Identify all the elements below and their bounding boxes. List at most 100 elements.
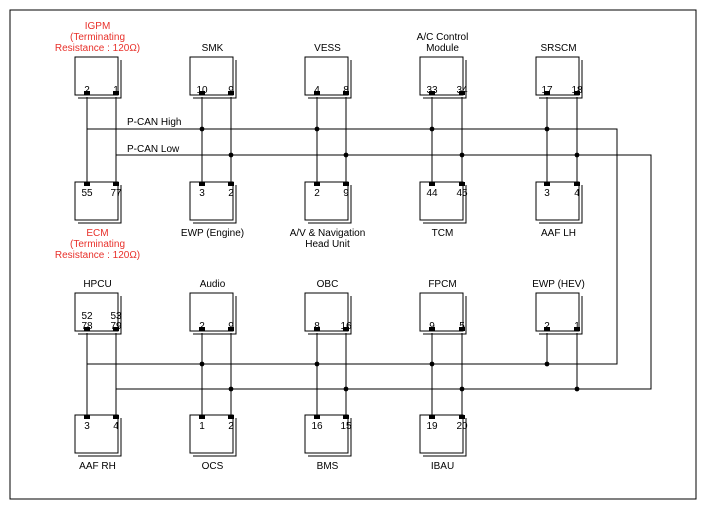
pin-label: 9 bbox=[228, 85, 234, 96]
module-box-shadow bbox=[193, 60, 237, 99]
pin-label: 33 bbox=[426, 85, 438, 96]
p-can-high-label: P-CAN High bbox=[127, 117, 181, 128]
pin-terminal bbox=[314, 91, 320, 95]
pin-terminal bbox=[84, 327, 90, 331]
module-box bbox=[74, 181, 119, 221]
diagram-border bbox=[9, 9, 697, 500]
pin-label: 55 bbox=[81, 188, 93, 199]
pin-terminal bbox=[84, 415, 90, 419]
module-box bbox=[419, 414, 464, 454]
module-box-shadow bbox=[423, 296, 467, 335]
pin-terminal bbox=[84, 182, 90, 186]
junction-dot bbox=[228, 386, 234, 392]
module-name: Resistance : 120Ω) bbox=[55, 43, 140, 54]
pin-label: 2 bbox=[228, 188, 234, 199]
pin-terminal bbox=[228, 327, 234, 331]
junction-dot bbox=[459, 152, 465, 158]
module-box-shadow bbox=[193, 296, 237, 335]
module-box-shadow bbox=[78, 418, 122, 457]
pin-terminal bbox=[314, 182, 320, 186]
pin-label: 2 bbox=[228, 421, 234, 432]
pin-label: 52 bbox=[81, 311, 93, 322]
module-box-shadow bbox=[308, 60, 352, 99]
pin-terminal bbox=[228, 91, 234, 95]
pin-label: 1 bbox=[199, 421, 205, 432]
pin-terminal bbox=[199, 182, 205, 186]
pin-terminal bbox=[113, 327, 119, 331]
pin-label: 2 bbox=[544, 321, 550, 332]
module-box bbox=[535, 56, 580, 96]
module-name: SMK bbox=[202, 43, 224, 54]
pin-label: 17 bbox=[541, 85, 553, 96]
pin-terminal bbox=[314, 415, 320, 419]
module-box bbox=[535, 292, 580, 332]
module-box bbox=[74, 414, 119, 454]
module-box bbox=[304, 56, 349, 96]
pin-terminal bbox=[228, 182, 234, 186]
module-box bbox=[419, 56, 464, 96]
module-name: AAF RH bbox=[79, 461, 116, 472]
pin-terminal bbox=[429, 327, 435, 331]
pin-terminal bbox=[113, 415, 119, 419]
pin-label: 20 bbox=[456, 421, 468, 432]
module-name: HPCU bbox=[83, 279, 111, 290]
pin-label: 4 bbox=[314, 85, 320, 96]
module-name: AAF LH bbox=[541, 228, 576, 239]
p-can-high-wire bbox=[87, 128, 618, 365]
pin-label: 77 bbox=[110, 188, 122, 199]
pin-terminal bbox=[574, 327, 580, 331]
pin-terminal bbox=[343, 91, 349, 95]
module-box bbox=[304, 292, 349, 332]
module-name: Head Unit bbox=[305, 239, 350, 250]
module-name: FPCM bbox=[428, 279, 456, 290]
pin-terminal bbox=[544, 182, 550, 186]
pin-label: 5 bbox=[459, 321, 465, 332]
module-name: IGPM bbox=[85, 21, 111, 32]
pin-label: 44 bbox=[426, 188, 438, 199]
pin-terminal bbox=[429, 182, 435, 186]
module-box-shadow bbox=[423, 418, 467, 457]
pin-label: 4 bbox=[113, 421, 119, 432]
junction-dot bbox=[429, 361, 435, 367]
module-name: (Terminating bbox=[70, 32, 125, 43]
pin-label: 78 bbox=[81, 321, 93, 332]
p-can-low-label: P-CAN Low bbox=[127, 144, 180, 155]
module-box-shadow bbox=[539, 296, 583, 335]
module-name: SRSCM bbox=[540, 43, 576, 54]
pin-terminal bbox=[459, 415, 465, 419]
pin-label: 3 bbox=[199, 188, 205, 199]
junction-dot bbox=[459, 386, 465, 392]
module-name: EWP (Engine) bbox=[181, 228, 244, 239]
pin-terminal bbox=[343, 415, 349, 419]
pin-terminal bbox=[113, 91, 119, 95]
module-name: ECM bbox=[86, 228, 108, 239]
pin-terminal bbox=[228, 415, 234, 419]
pin-label: 79 bbox=[110, 321, 122, 332]
pin-terminal bbox=[199, 415, 205, 419]
module-box-shadow bbox=[423, 60, 467, 99]
pin-label: 1 bbox=[113, 85, 119, 96]
module-name: OBC bbox=[317, 279, 339, 290]
module-box-shadow bbox=[78, 296, 122, 335]
module-box bbox=[419, 181, 464, 221]
pin-label: 53 bbox=[110, 311, 122, 322]
module-box-shadow bbox=[78, 60, 122, 99]
pin-terminal bbox=[459, 182, 465, 186]
pin-terminal bbox=[544, 327, 550, 331]
module-box bbox=[189, 292, 234, 332]
junction-dot bbox=[228, 152, 234, 158]
module-box bbox=[189, 56, 234, 96]
pin-label: 2 bbox=[199, 321, 205, 332]
junction-dot bbox=[574, 152, 580, 158]
module-name: Module bbox=[426, 43, 459, 54]
module-box-shadow bbox=[78, 185, 122, 224]
module-box bbox=[419, 292, 464, 332]
